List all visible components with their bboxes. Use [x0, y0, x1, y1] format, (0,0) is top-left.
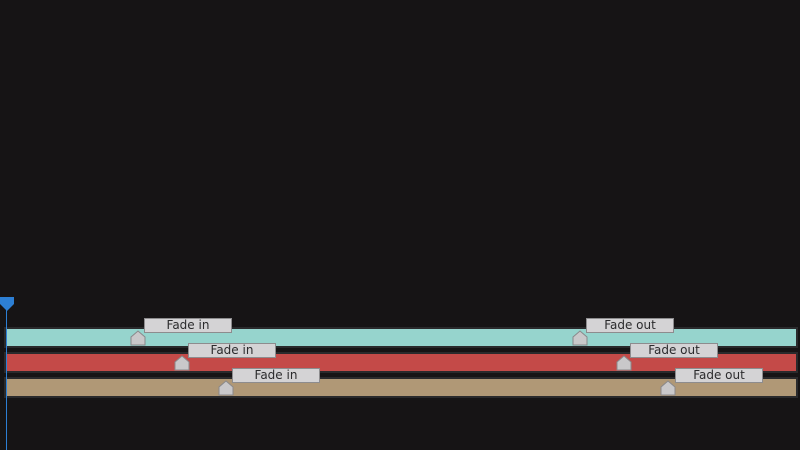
fade-in-tag-1[interactable]: Fade in	[144, 318, 232, 333]
audio-clip-1[interactable]	[6, 329, 796, 346]
audio-clip-2[interactable]	[6, 354, 796, 371]
fade-out-tag-2[interactable]: Fade out	[630, 343, 718, 358]
fade-out-marker-icon[interactable]	[616, 355, 632, 371]
fade-out-marker-icon[interactable]	[572, 330, 588, 346]
fade-out-marker-icon[interactable]	[660, 380, 676, 396]
fade-out-tag-1[interactable]: Fade out	[586, 318, 674, 333]
playhead-line[interactable]	[6, 306, 7, 450]
audio-track-3[interactable]	[4, 377, 798, 398]
fade-in-marker-icon[interactable]	[218, 380, 234, 396]
fade-in-tag-2[interactable]: Fade in	[188, 343, 276, 358]
fade-out-tag-3[interactable]: Fade out	[675, 368, 763, 383]
audio-clip-3[interactable]	[6, 379, 796, 396]
fade-in-marker-icon[interactable]	[130, 330, 146, 346]
playhead-handle-icon[interactable]	[0, 296, 15, 312]
fade-in-marker-icon[interactable]	[174, 355, 190, 371]
fade-in-tag-3[interactable]: Fade in	[232, 368, 320, 383]
